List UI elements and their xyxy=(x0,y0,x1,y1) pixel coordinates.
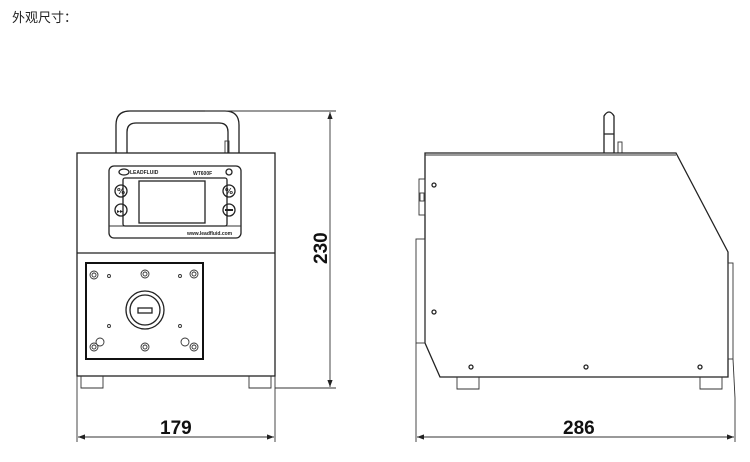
display-screen xyxy=(138,180,206,224)
side-foot-right xyxy=(699,377,723,390)
minus-button xyxy=(222,203,236,217)
side-handle xyxy=(603,111,615,153)
logo-icon xyxy=(118,168,130,176)
fast-forward-button xyxy=(114,203,128,217)
svg-text:▸▸: ▸▸ xyxy=(117,208,123,215)
indicator-light xyxy=(225,168,233,176)
side-view xyxy=(415,111,736,442)
side-foot-left xyxy=(456,377,480,390)
control-panel: LEADFLUID WT600F % ▸▸ % www.leadfluid.co… xyxy=(108,165,242,239)
depth-dimension: 286 xyxy=(417,398,736,442)
front-body xyxy=(76,152,276,377)
depth-value: 286 xyxy=(563,418,595,439)
model-label: WT600F xyxy=(193,171,212,177)
width-value: 179 xyxy=(160,418,192,439)
pump-head xyxy=(85,262,204,360)
front-foot-left xyxy=(80,376,104,389)
height-dimension: 230 xyxy=(205,110,336,389)
page-title: 外观尺寸： xyxy=(12,11,78,26)
svg-text:%: % xyxy=(225,187,233,196)
brand-label: LEADFLUID xyxy=(130,170,159,176)
percent-button-left xyxy=(114,184,128,198)
front-handle xyxy=(115,110,240,153)
side-body xyxy=(424,152,729,378)
front-view: LEADFLUID WT600F % ▸▸ % www.leadfluid.co… xyxy=(76,110,276,389)
front-foot-right xyxy=(248,376,272,389)
height-value: 230 xyxy=(311,232,332,264)
svg-text:%: % xyxy=(117,187,125,196)
width-dimension: 179 xyxy=(76,376,276,442)
website-label: www.leadfluid.com xyxy=(186,231,233,237)
percent-button-right xyxy=(222,184,236,198)
